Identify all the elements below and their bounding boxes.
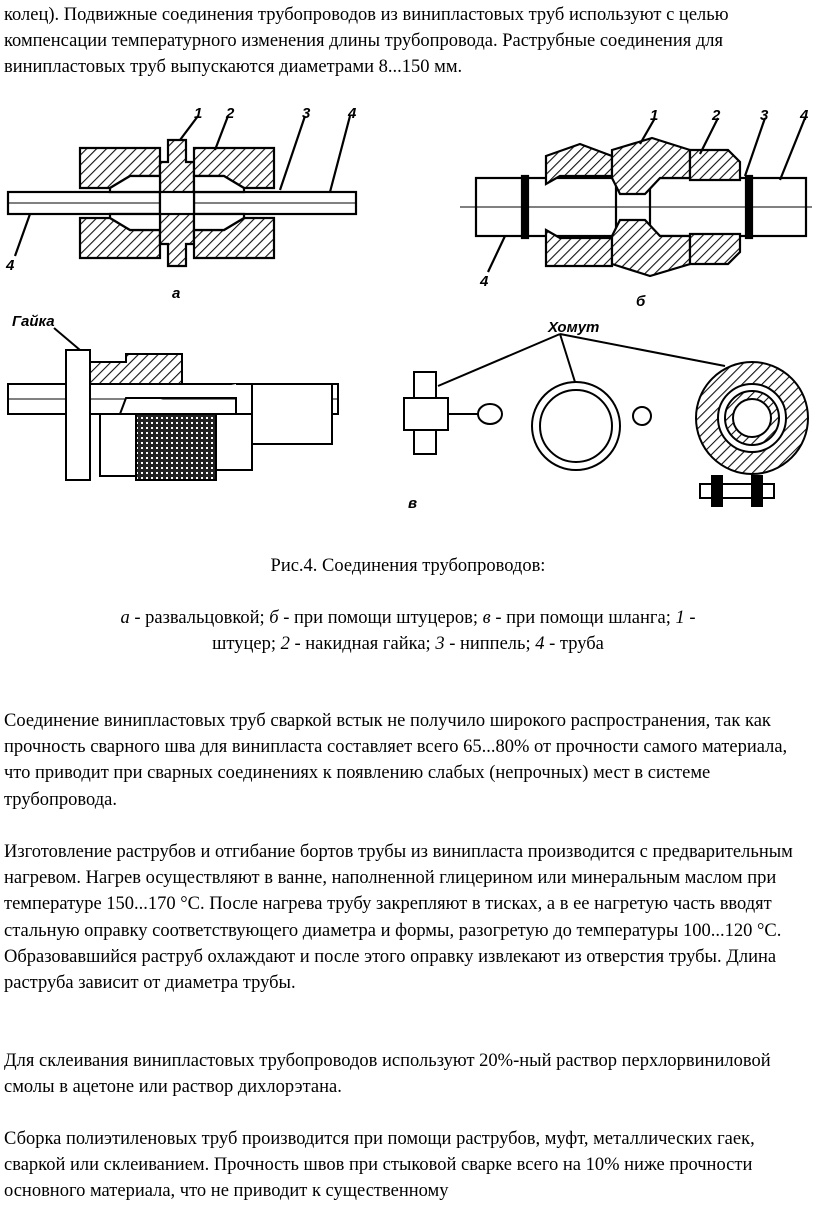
subfigure-b-label: б — [636, 293, 646, 310]
legend-text-v: - при помощи шланга; — [490, 608, 676, 628]
label-b-4: 4 — [799, 107, 809, 124]
label-a-2: 2 — [225, 106, 235, 122]
label-a-3: 3 — [302, 106, 311, 122]
legend-key-2: 2 — [280, 634, 290, 654]
figure-caption-title: Рис.4. Соединения трубопроводов: — [270, 556, 546, 576]
label-b-3: 3 — [760, 107, 769, 124]
figure-caption-legend: а - развальцовкой; б - при помощи штуцер… — [110, 605, 706, 657]
legend-text-3: - ниппель; — [444, 634, 536, 654]
legend-text-a: - развальцовкой; — [129, 608, 270, 628]
label-b-4-left: 4 — [479, 273, 489, 290]
label-nut: Гайка — [12, 313, 55, 330]
legend-key-3: 3 — [435, 634, 445, 654]
legend-text-4: - труба — [544, 634, 604, 654]
figure-a-flared-joint — [6, 115, 358, 268]
subfigure-v-label: в — [408, 495, 417, 512]
figure-v-hose-clamp — [403, 333, 809, 507]
paragraph-polyethylene: Сборка полиэтиленовых труб производится … — [4, 1129, 755, 1202]
label-b-1: 1 — [650, 107, 658, 124]
subfigure-a-label: а — [172, 285, 180, 302]
figure-nut-connector — [7, 327, 339, 481]
legend-key-4: 4 — [535, 634, 545, 654]
legend-text-2: - накидная гайка; — [289, 634, 436, 654]
paragraph-sockets: Изготовление раструбов и отгибание борто… — [4, 842, 793, 994]
label-clamp: Хомут — [547, 319, 599, 336]
paragraph-top: колец). Подвижные соединения трубопровод… — [4, 5, 729, 78]
legend-key-v: в — [482, 608, 491, 628]
pipe-joints-figure: 1 2 3 4 4 а 1 2 3 4 4 б — [5, 106, 812, 512]
label-a-1: 1 — [194, 106, 202, 122]
legend-text-b: - при помощи штуцеров; — [278, 608, 483, 628]
legend-text-1: - штуцер; — [212, 608, 696, 654]
label-a-4: 4 — [347, 106, 357, 122]
legend-key-a: а — [120, 608, 130, 628]
figure-b-union-joint — [460, 117, 812, 278]
paragraph-welding: Соединение винипластовых труб сваркой вс… — [4, 711, 788, 810]
label-a-4-left: 4 — [5, 257, 15, 274]
legend-key-1: 1 — [675, 608, 685, 628]
label-b-2: 2 — [711, 107, 721, 124]
legend-key-b: б — [269, 608, 279, 628]
paragraph-gluing: Для склеивания винипластовых трубопровод… — [4, 1051, 771, 1098]
